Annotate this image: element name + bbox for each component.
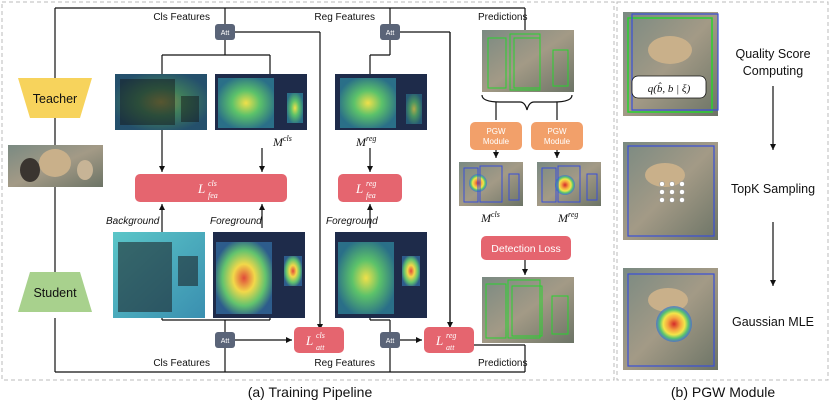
teacher-foreground-map [215, 74, 307, 130]
att-box-cls-top: Att [215, 24, 235, 40]
loss-fea-reg: L reg fea [338, 174, 402, 202]
att-box-cls-bottom: Att [215, 332, 235, 348]
quality-score-line2: Computing [743, 64, 803, 78]
pgw-quality-image: q(b̂, b | ξ) [623, 12, 719, 116]
svg-text:Detection Loss: Detection Loss [491, 243, 560, 255]
svg-text:PGW: PGW [486, 127, 506, 136]
att-box-reg-top: Att [380, 24, 400, 40]
m-reg-heatmap-image [537, 162, 601, 206]
loss-fea-cls: L cls fea [135, 174, 287, 202]
student-label: Student [33, 286, 77, 300]
caption-b: (b) PGW Module [671, 384, 775, 400]
predictions-bottom-image [482, 277, 574, 343]
panel-a-frame [1, 1, 615, 381]
gaussian-mle-label: Gaussian MLE [732, 315, 814, 329]
svg-text:PGW: PGW [547, 127, 567, 136]
loss-att-reg: L reg att [424, 327, 474, 353]
topk-label: TopK Sampling [731, 182, 815, 196]
reg-features-top-label: Reg Features [314, 12, 375, 23]
pgw-gaussian-image [623, 268, 718, 370]
svg-text:att: att [446, 343, 455, 352]
svg-text:L: L [435, 333, 443, 348]
m-reg-small-label: Mreg [557, 210, 578, 225]
student-foreground-map [213, 232, 305, 318]
pgw-module-1: PGW Module [470, 122, 522, 150]
teacher-label: Teacher [33, 92, 77, 106]
predictions-bottom-label: Predictions [478, 358, 527, 369]
student-background-map [113, 232, 205, 318]
att-box-reg-bottom: Att [380, 332, 400, 348]
svg-text:Att: Att [221, 338, 230, 345]
foreground-label-reg: Foreground [326, 216, 378, 227]
svg-text:att: att [316, 343, 325, 352]
input-image [8, 145, 103, 187]
m-cls-heatmap-image [459, 162, 523, 206]
cls-features-bottom-label: Cls Features [153, 358, 210, 369]
svg-text:cls: cls [316, 331, 325, 340]
svg-text:Att: Att [386, 338, 395, 345]
pgw-module-2: PGW Module [531, 122, 583, 150]
pgw-topk-image [623, 142, 718, 240]
cls-features-top-label: Cls Features [153, 12, 210, 23]
quality-formula: q(b̂, b | ξ) [648, 82, 691, 95]
teacher-block [18, 78, 92, 118]
quality-score-line1: Quality Score [735, 47, 810, 61]
caption-a: (a) Training Pipeline [248, 384, 373, 400]
arrows [159, 32, 560, 346]
predictions-top-label: Predictions [478, 12, 527, 23]
foreground-label-cls: Foreground [210, 216, 262, 227]
reg-features-bottom-label: Reg Features [314, 358, 375, 369]
detection-loss-box: Detection Loss [481, 236, 571, 260]
svg-text:fea: fea [208, 191, 218, 200]
m-cls-label: Mcls [272, 134, 292, 149]
teacher-reg-map [335, 74, 427, 130]
m-cls-small-label: Mcls [480, 210, 500, 225]
loss-att-cls: L cls att [294, 327, 344, 353]
svg-text:cls: cls [208, 179, 217, 188]
svg-text:L: L [355, 181, 363, 196]
student-block [18, 272, 92, 312]
student-reg-map [335, 232, 427, 318]
m-reg-label: Mreg [355, 134, 376, 149]
svg-text:Att: Att [386, 30, 395, 37]
panel-b-frame [616, 1, 829, 381]
svg-text:L: L [197, 181, 205, 196]
svg-text:L: L [305, 333, 313, 348]
svg-text:Att: Att [221, 30, 230, 37]
svg-text:Module: Module [483, 137, 510, 146]
svg-text:reg: reg [446, 331, 456, 340]
teacher-background-map [115, 74, 207, 130]
predictions-top-image [482, 30, 574, 92]
svg-text:Module: Module [544, 137, 571, 146]
svg-text:reg: reg [366, 179, 376, 188]
svg-text:fea: fea [366, 191, 376, 200]
background-label: Background [106, 216, 160, 227]
